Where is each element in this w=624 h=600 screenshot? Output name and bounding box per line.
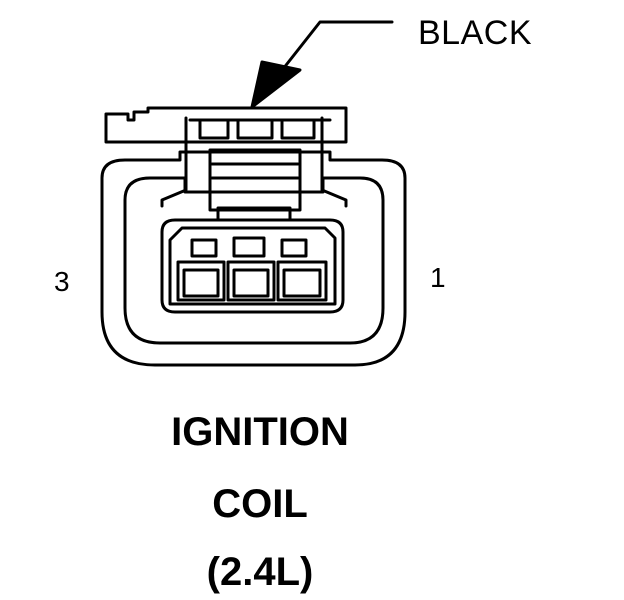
terminal-3-inner [182,268,220,298]
terminal-1-inner [282,268,322,298]
terminal-key-3 [190,238,218,258]
tab-window-left [198,118,230,140]
terminal-key-1 [280,238,308,258]
terminal-2-inner [232,268,270,298]
terminal-cavity-block [160,218,345,314]
diagram-title-line-3: (2.4L) [206,550,314,594]
tab-window-right [280,118,316,140]
pin-number-left: 3 [54,266,70,297]
tab-window-center [236,118,274,140]
connector-color-label: BLACK [418,14,532,52]
pin-number-right: 1 [430,262,446,293]
terminal-cavity-inner [168,226,337,306]
terminal-key-2 [232,236,266,258]
latch-right-wall [320,116,348,208]
latch-plate [208,148,302,212]
locking-tab [104,106,348,144]
diagram-title-line-1: IGNITION [171,410,349,454]
diagram-title-line-2: COIL [212,482,308,526]
terminal-1 [276,260,328,302]
latch-left-wall [160,116,188,208]
connector-outer-housing [100,150,407,367]
connector-inner-wall [123,176,385,345]
terminal-2 [226,260,276,302]
terminal-3 [176,260,226,302]
leader-arrowhead [250,60,302,109]
